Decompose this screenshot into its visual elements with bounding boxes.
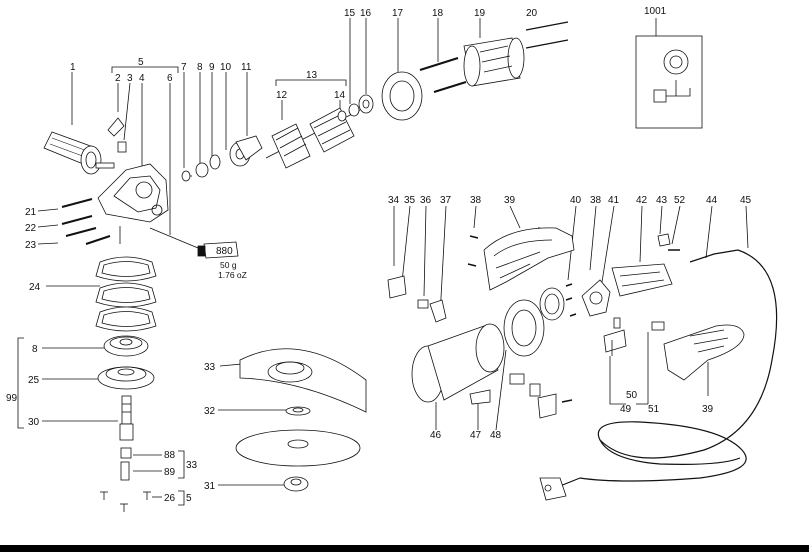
label-880: 880 — [216, 246, 233, 257]
label-88: 88 — [164, 450, 176, 461]
wheel-guard — [219, 348, 367, 413]
label-42: 42 — [636, 195, 648, 206]
label-52: 52 — [674, 195, 686, 206]
label-9: 9 — [209, 62, 215, 73]
label-46: 46 — [430, 430, 442, 441]
label-23: 23 — [25, 240, 37, 251]
label-1001: 1001 — [644, 6, 667, 17]
label-1: 1 — [70, 62, 76, 73]
label-99: 99 — [6, 393, 18, 404]
inset-1001 — [635, 18, 703, 129]
label-7: 7 — [181, 62, 187, 73]
spindle-flange — [97, 366, 155, 390]
grinding-disc — [235, 429, 361, 467]
label-16: 16 — [360, 8, 372, 19]
label-49: 49 — [620, 404, 632, 415]
label-24: 24 — [29, 282, 41, 293]
label-4: 4 — [139, 73, 145, 84]
label-6: 6 — [167, 73, 173, 84]
label-34: 34 — [388, 195, 400, 206]
grease-weight-g: 50 g — [220, 260, 237, 270]
label-47: 47 — [470, 430, 482, 441]
label-51: 51 — [648, 404, 660, 415]
label-20: 20 — [526, 8, 538, 19]
label-22: 22 — [25, 223, 37, 234]
label-13: 13 — [306, 70, 318, 81]
label-26: 26 — [164, 493, 176, 504]
label-39b: 39 — [702, 404, 714, 415]
label-15: 15 — [344, 8, 356, 19]
label-11: 11 — [241, 62, 252, 73]
grease-weight-oz: 1.76 oZ — [218, 270, 247, 280]
label-30: 30 — [28, 417, 40, 428]
label-5: 5 — [138, 57, 144, 68]
label-8: 8 — [197, 62, 203, 73]
grease-tube — [149, 227, 239, 259]
label-43: 43 — [656, 195, 668, 206]
spindle — [119, 395, 134, 441]
side-handle — [43, 131, 115, 175]
label-25: 25 — [28, 375, 40, 386]
label-38b: 38 — [590, 195, 602, 206]
label-89: 89 — [164, 467, 176, 478]
label-36: 36 — [420, 195, 432, 206]
label-10: 10 — [220, 62, 232, 73]
gasket-stack — [95, 256, 157, 332]
baffle-ring — [381, 71, 423, 121]
label-31: 31 — [204, 481, 216, 492]
rear-handle — [651, 321, 745, 396]
field-coil — [463, 37, 525, 87]
label-38a: 38 — [470, 195, 482, 206]
label-33: 33 — [204, 362, 216, 373]
power-cord — [539, 249, 778, 501]
label-14: 14 — [334, 90, 346, 101]
label-50: 50 — [626, 390, 638, 401]
label-21: 21 — [25, 207, 37, 218]
label-18: 18 — [432, 8, 444, 19]
label-3: 3 — [127, 73, 133, 84]
bottom-bar — [0, 545, 809, 552]
label-8b: 8 — [32, 344, 38, 355]
label-39a: 39 — [504, 195, 516, 206]
label-35: 35 — [404, 195, 416, 206]
label-5b: 5 — [186, 493, 192, 504]
label-12: 12 — [276, 90, 288, 101]
armature — [265, 107, 361, 169]
bearing-set — [181, 135, 263, 182]
bearing-flange — [103, 335, 149, 357]
label-33b: 33 — [186, 460, 198, 471]
label-45: 45 — [740, 195, 752, 206]
label-2: 2 — [115, 73, 121, 84]
label-37: 37 — [440, 195, 452, 206]
gear-housing — [97, 163, 169, 223]
label-44: 44 — [706, 195, 718, 206]
label-19: 19 — [474, 8, 486, 19]
label-41: 41 — [608, 195, 620, 206]
label-17: 17 — [392, 8, 404, 19]
switch-assembly — [611, 263, 673, 297]
label-32: 32 — [204, 406, 216, 417]
motor-housing-half — [483, 227, 575, 291]
motor-housing — [411, 323, 505, 430]
label-40: 40 — [570, 195, 582, 206]
label-48: 48 — [490, 430, 502, 441]
